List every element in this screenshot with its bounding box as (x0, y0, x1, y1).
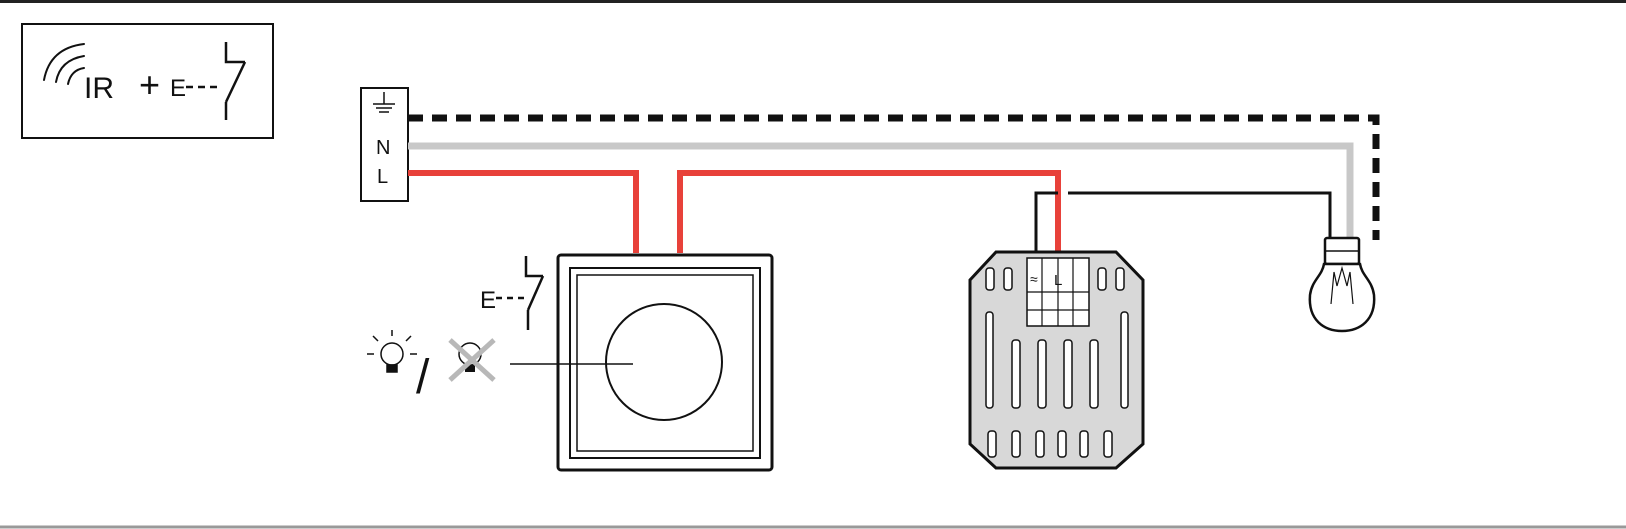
module-top-tabs (985, 267, 1125, 291)
live-wire-to-module (677, 170, 1061, 253)
lamp-on-icon (367, 330, 417, 373)
earth-icon (373, 92, 395, 113)
module-side-slots (985, 311, 1129, 409)
pushbutton-switch-icon (186, 42, 247, 120)
neutral-wire (408, 142, 1354, 240)
infrared-waves-icon (43, 43, 85, 85)
lamp-separator: / (416, 351, 430, 404)
terminal-neutral-label: N (376, 137, 390, 159)
earth-wire (408, 114, 1380, 240)
insert-module: ≈ L (968, 250, 1145, 470)
light-bulb-icon (1308, 236, 1376, 333)
dimmer-switch (556, 253, 774, 472)
module-bottom-tabs (987, 430, 1113, 458)
dimmer-knob (605, 303, 723, 421)
module-center-slots (1011, 339, 1099, 409)
legend-plus: + (139, 64, 160, 105)
terminal-live-label: L (377, 166, 388, 188)
switched-wire-module (1034, 191, 1058, 252)
legend-pushbutton-label: E (170, 75, 186, 102)
dimmer-pushbutton-label: E (480, 287, 496, 314)
module-terminal-block: ≈ L (1026, 257, 1090, 327)
module-live-label: L (1054, 272, 1062, 289)
live-wire-feed (408, 170, 639, 253)
switched-wire-to-lamp (1068, 191, 1332, 240)
legend-box: IR + E (21, 23, 274, 139)
legend-ir-label: IR (84, 72, 114, 105)
terminal-block: N L (360, 87, 409, 202)
lamp-off-icon (448, 338, 496, 382)
dimmer-pushbutton-icon (496, 256, 545, 330)
module-ac-label: ≈ (1030, 271, 1038, 287)
